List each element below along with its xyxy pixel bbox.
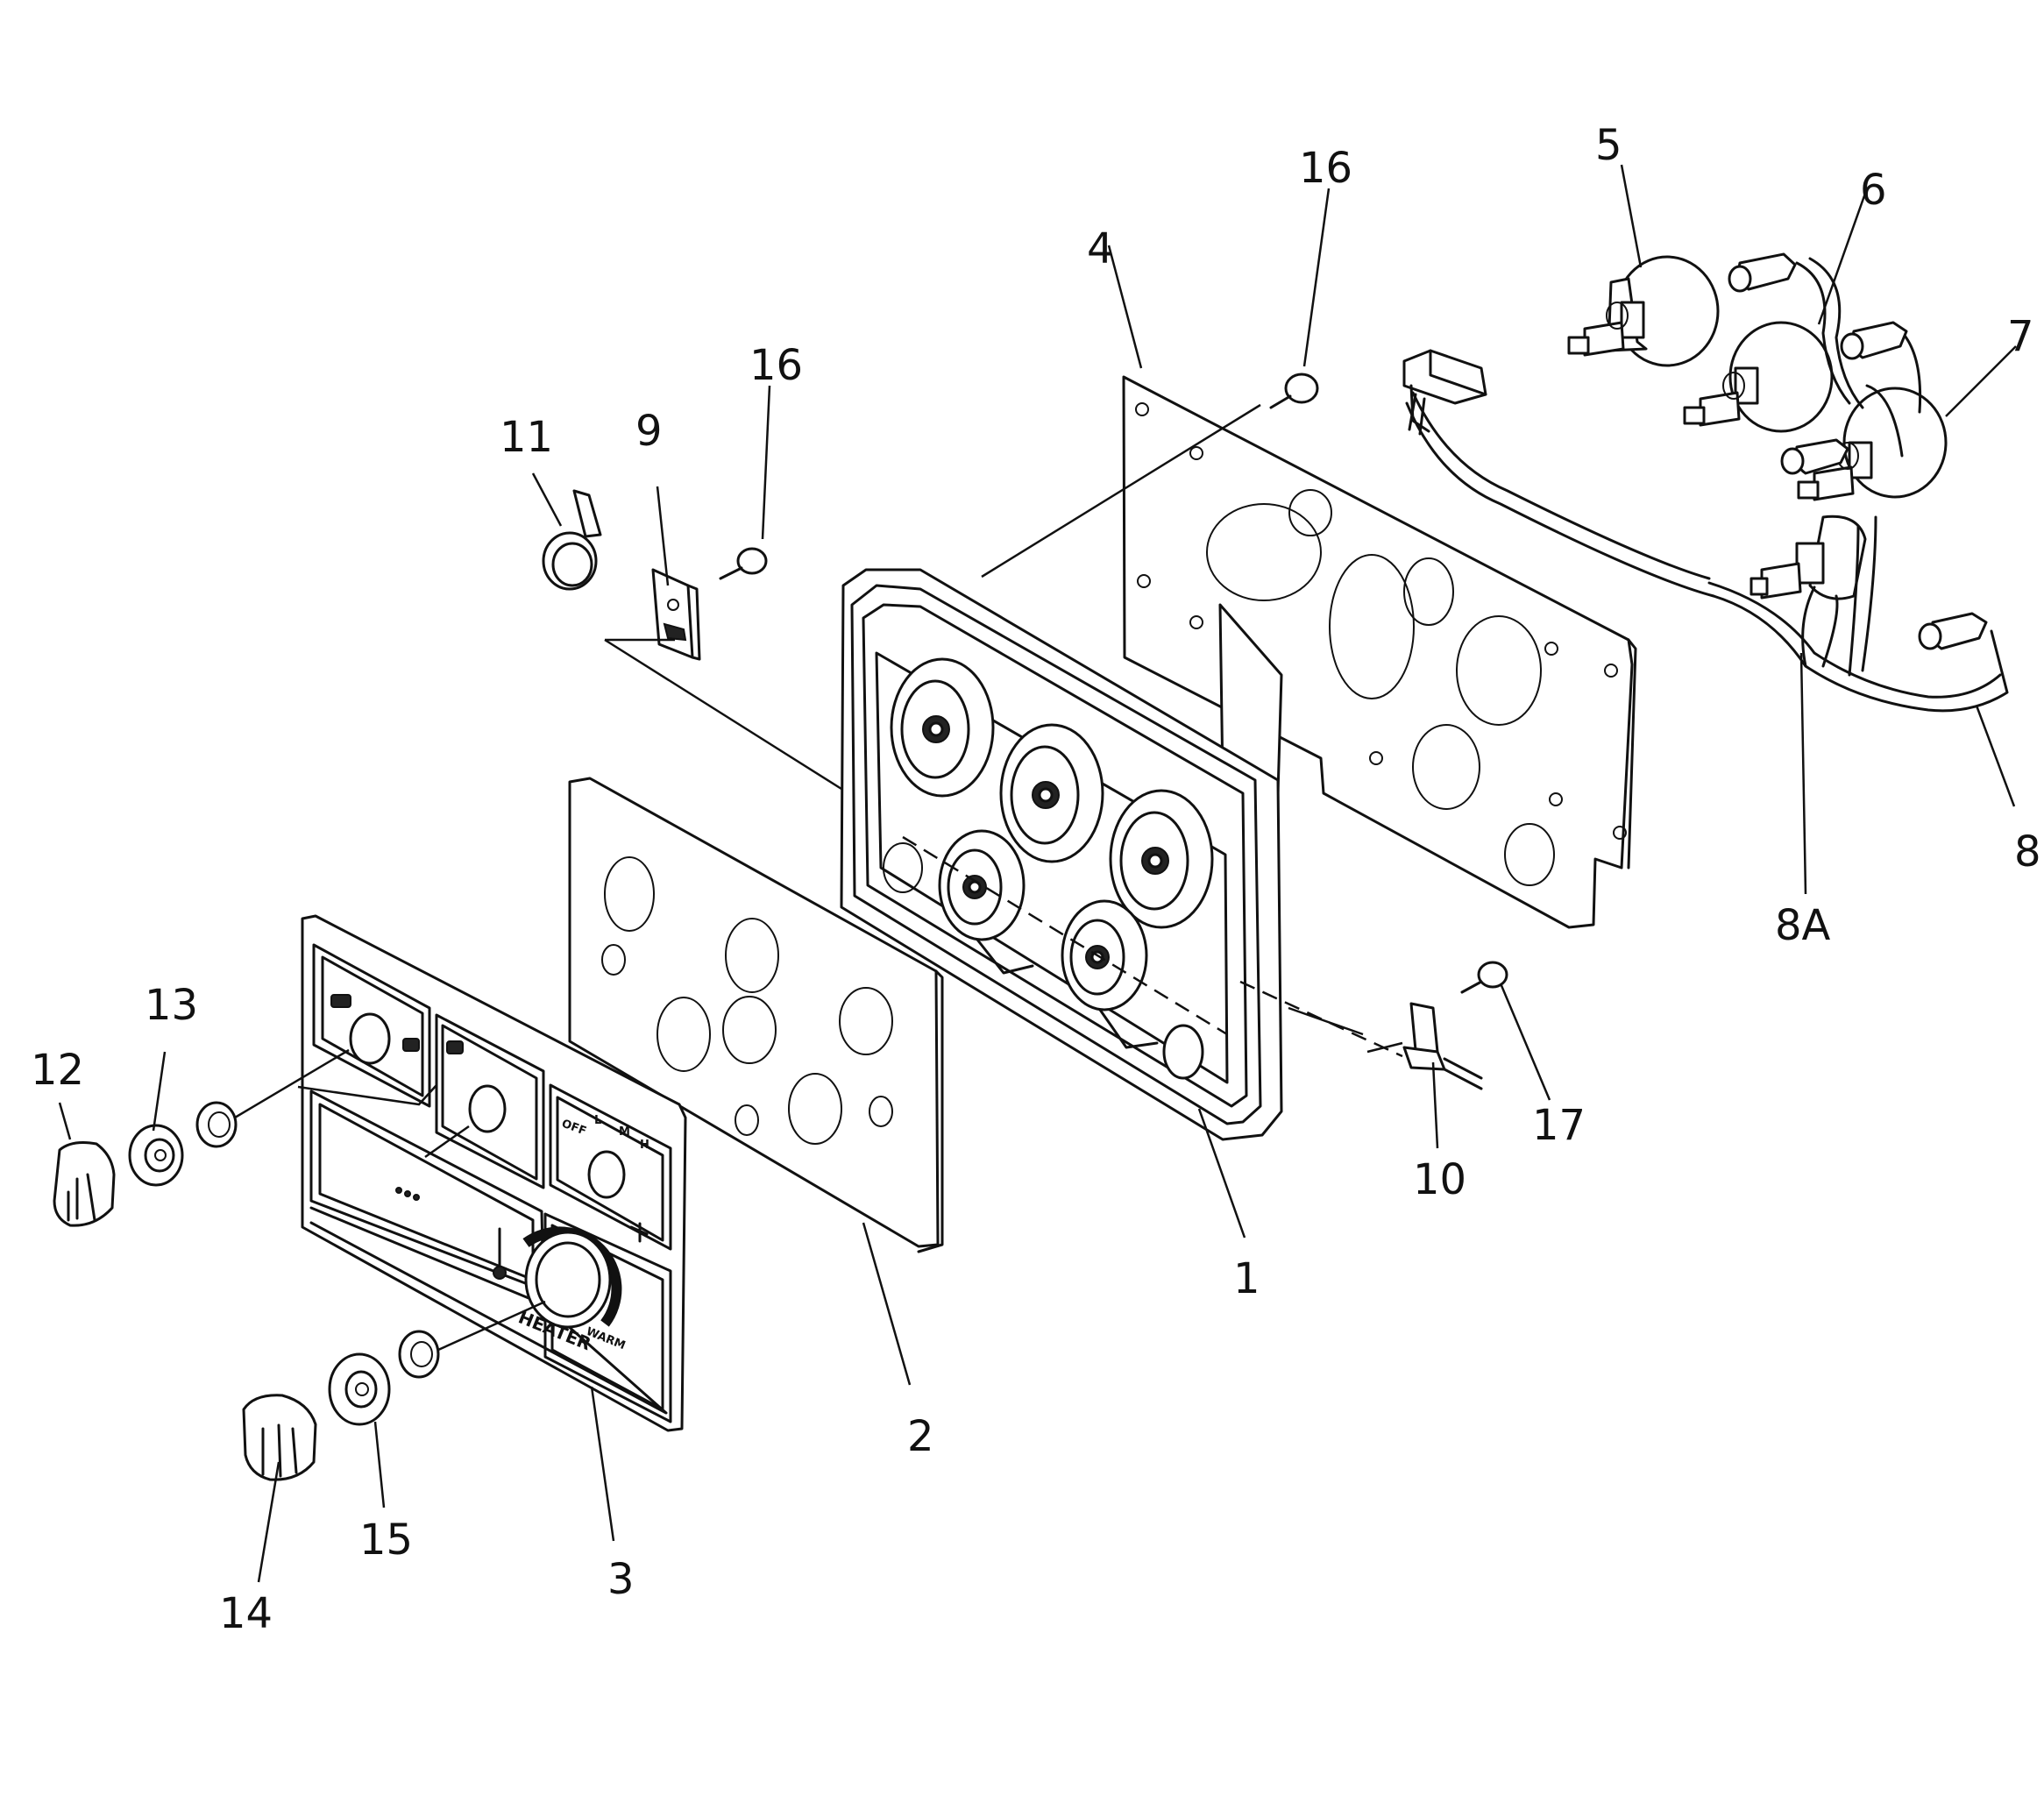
clamp-part-11 bbox=[542, 489, 602, 591]
harness-part-8 bbox=[1402, 252, 2009, 713]
callout-16-left: 16 bbox=[749, 341, 803, 390]
h-label: H bbox=[640, 1139, 649, 1152]
screw-part-16-right bbox=[1269, 373, 1319, 409]
housing-part-1 bbox=[840, 568, 1283, 1141]
leader-lines bbox=[58, 164, 2017, 1583]
sender-part-8a bbox=[1749, 515, 1867, 600]
callout-labels: 1 2 3 4 5 6 7 8 8A 9 10 11 12 13 14 15 1… bbox=[31, 121, 2041, 1638]
gasket-part-2 bbox=[568, 777, 944, 1253]
callout-1: 1 bbox=[1233, 1254, 1260, 1303]
bracket-part-10 bbox=[1402, 1002, 1483, 1090]
callout-17: 17 bbox=[1532, 1101, 1586, 1150]
nut-lower bbox=[398, 1330, 440, 1379]
callout-16-right: 16 bbox=[1299, 144, 1352, 193]
callout-9: 9 bbox=[635, 407, 663, 456]
l-label: L bbox=[594, 1114, 601, 1127]
callout-11: 11 bbox=[500, 413, 553, 462]
gauge-part-6 bbox=[1683, 321, 1834, 433]
knob-part-12 bbox=[53, 1141, 116, 1227]
callout-7: 7 bbox=[2007, 312, 2034, 361]
bracket-part-9 bbox=[651, 568, 701, 661]
m-label: M bbox=[619, 1125, 630, 1139]
callout-13: 13 bbox=[145, 981, 198, 1030]
knob-part-14 bbox=[242, 1394, 317, 1481]
gauge-part-5 bbox=[1567, 255, 1720, 367]
screw-part-17 bbox=[1460, 961, 1508, 994]
washer-part-15 bbox=[328, 1352, 391, 1426]
assembly-lines bbox=[234, 403, 1403, 1352]
faceplate-part-3: OFF L M H HEATER WARM bbox=[301, 914, 687, 1432]
callout-4: 4 bbox=[1087, 224, 1114, 273]
callout-6: 6 bbox=[1860, 166, 1887, 215]
callout-3: 3 bbox=[607, 1555, 635, 1604]
callout-15: 15 bbox=[359, 1515, 413, 1565]
gauge-part-7 bbox=[1797, 387, 1948, 501]
rear-plate-part-4 bbox=[1122, 375, 1637, 929]
callout-14: 14 bbox=[219, 1589, 273, 1638]
washer-part-13 bbox=[128, 1124, 184, 1187]
callout-8: 8 bbox=[2014, 827, 2041, 877]
callout-8a: 8A bbox=[1775, 901, 1831, 950]
nut-upper bbox=[195, 1101, 238, 1148]
callout-2: 2 bbox=[907, 1412, 934, 1461]
callout-12: 12 bbox=[31, 1046, 84, 1095]
callout-10: 10 bbox=[1413, 1155, 1466, 1204]
screw-part-16-left bbox=[719, 547, 768, 580]
callout-5: 5 bbox=[1595, 121, 1622, 170]
